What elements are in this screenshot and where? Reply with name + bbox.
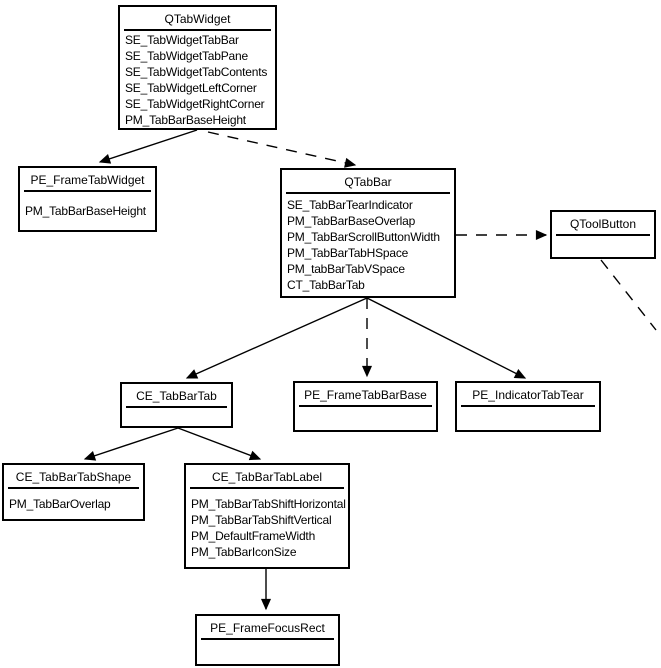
node-item: PM_tabBarTabVSpace (287, 262, 405, 276)
node-title: PE_FrameTabBarBase (304, 388, 427, 402)
node-item: PM_TabBarTabShiftHorizontal (191, 497, 346, 511)
node-item: PM_TabBarOverlap (9, 497, 111, 511)
edge-qtabwidget-qtabbar (207, 131, 357, 168)
node-title: QTabWidget (164, 12, 231, 26)
node-qtabbar: QTabBar SE_TabBarTearIndicator PM_TabBar… (280, 168, 456, 298)
node-item-list: PM_TabBarTabShiftHorizontal PM_TabBarTab… (186, 489, 348, 567)
edge-qtoolbutton-offcanvas (600, 259, 657, 331)
node-item: SE_TabWidgetTabBar (125, 33, 239, 47)
edge-qtabbar-ce-tabbartab (185, 297, 368, 379)
node-item-list (295, 407, 436, 430)
node-ce-tabbartab: CE_TabBarTab (120, 382, 233, 428)
edge-qtabbar-pe-indicatortabtear (366, 297, 527, 379)
node-item: CT_TabBarTab (287, 278, 365, 292)
node-item-list: PM_TabBarOverlap (4, 489, 143, 519)
node-item-list: SE_TabBarTearIndicator PM_TabBarBaseOver… (282, 194, 454, 296)
edge-qtabwidget-pe-frametabwidget (98, 129, 198, 164)
node-item-list (552, 236, 654, 257)
node-pe-framefocusrect: PE_FrameFocusRect (195, 614, 340, 666)
separator (299, 405, 432, 407)
node-item-list: PM_TabBarBaseHeight (20, 192, 155, 230)
node-title: CE_TabBarTabShape (15, 470, 132, 484)
node-title: PE_IndicatorTabTear (472, 388, 584, 402)
node-item: PM_DefaultFrameWidth (191, 529, 316, 543)
node-item: PM_TabBarIconSize (191, 545, 297, 559)
separator (286, 192, 450, 194)
node-title: CE_TabBarTabLabel (211, 470, 323, 484)
separator (556, 234, 650, 236)
edge-ce-tabbartab-ce-tabbartablabel (177, 427, 262, 461)
node-title: QTabBar (344, 175, 392, 189)
node-item: SE_TabBarTearIndicator (287, 198, 413, 212)
node-ce-tabbartabshape: CE_TabBarTabShape PM_TabBarOverlap (2, 463, 145, 521)
node-qtabwidget: QTabWidget SE_TabWidgetTabBar SE_TabWidg… (118, 5, 277, 130)
node-title: QToolButton (569, 217, 637, 231)
node-item: PM_TabBarTabHSpace (287, 246, 409, 260)
node-item: PM_TabBarBaseHeight (25, 204, 146, 218)
node-item: PM_TabBarBaseOverlap (287, 214, 416, 228)
node-title: PE_FrameFocusRect (210, 621, 325, 635)
separator (190, 487, 344, 489)
separator (126, 406, 227, 408)
node-item-list (197, 640, 338, 664)
node-item-list (457, 407, 599, 430)
node-pe-frametabwidget: PE_FrameTabWidget PM_TabBarBaseHeight (18, 166, 157, 232)
node-qtoolbutton: QToolButton (550, 210, 656, 259)
separator (8, 487, 139, 489)
separator (461, 405, 595, 407)
node-item: SE_TabWidgetRightCorner (125, 97, 265, 111)
node-item: PM_TabBarScrollButtonWidth (287, 230, 440, 244)
node-item: PM_TabBarBaseHeight (125, 113, 246, 127)
node-item-list: SE_TabWidgetTabBar SE_TabWidgetTabPane S… (120, 31, 275, 129)
separator (201, 638, 334, 640)
node-item: SE_TabWidgetTabPane (125, 49, 248, 63)
edge-ce-tabbartab-ce-tabbartabshape (83, 427, 179, 461)
node-ce-tabbartablabel: CE_TabBarTabLabel PM_TabBarTabShiftHoriz… (184, 463, 350, 569)
node-title: CE_TabBarTab (136, 389, 217, 403)
separator (124, 29, 271, 31)
node-item: SE_TabWidgetLeftCorner (125, 81, 257, 95)
node-pe-indicatortabtear: PE_IndicatorTabTear (455, 381, 601, 432)
node-item: PM_TabBarTabShiftVertical (191, 513, 332, 527)
node-item-list (122, 408, 231, 426)
node-pe-frametabbarbase: PE_FrameTabBarBase (293, 381, 438, 432)
node-title: PE_FrameTabWidget (30, 173, 145, 187)
separator (24, 190, 151, 192)
node-item: SE_TabWidgetTabContents (125, 65, 268, 79)
